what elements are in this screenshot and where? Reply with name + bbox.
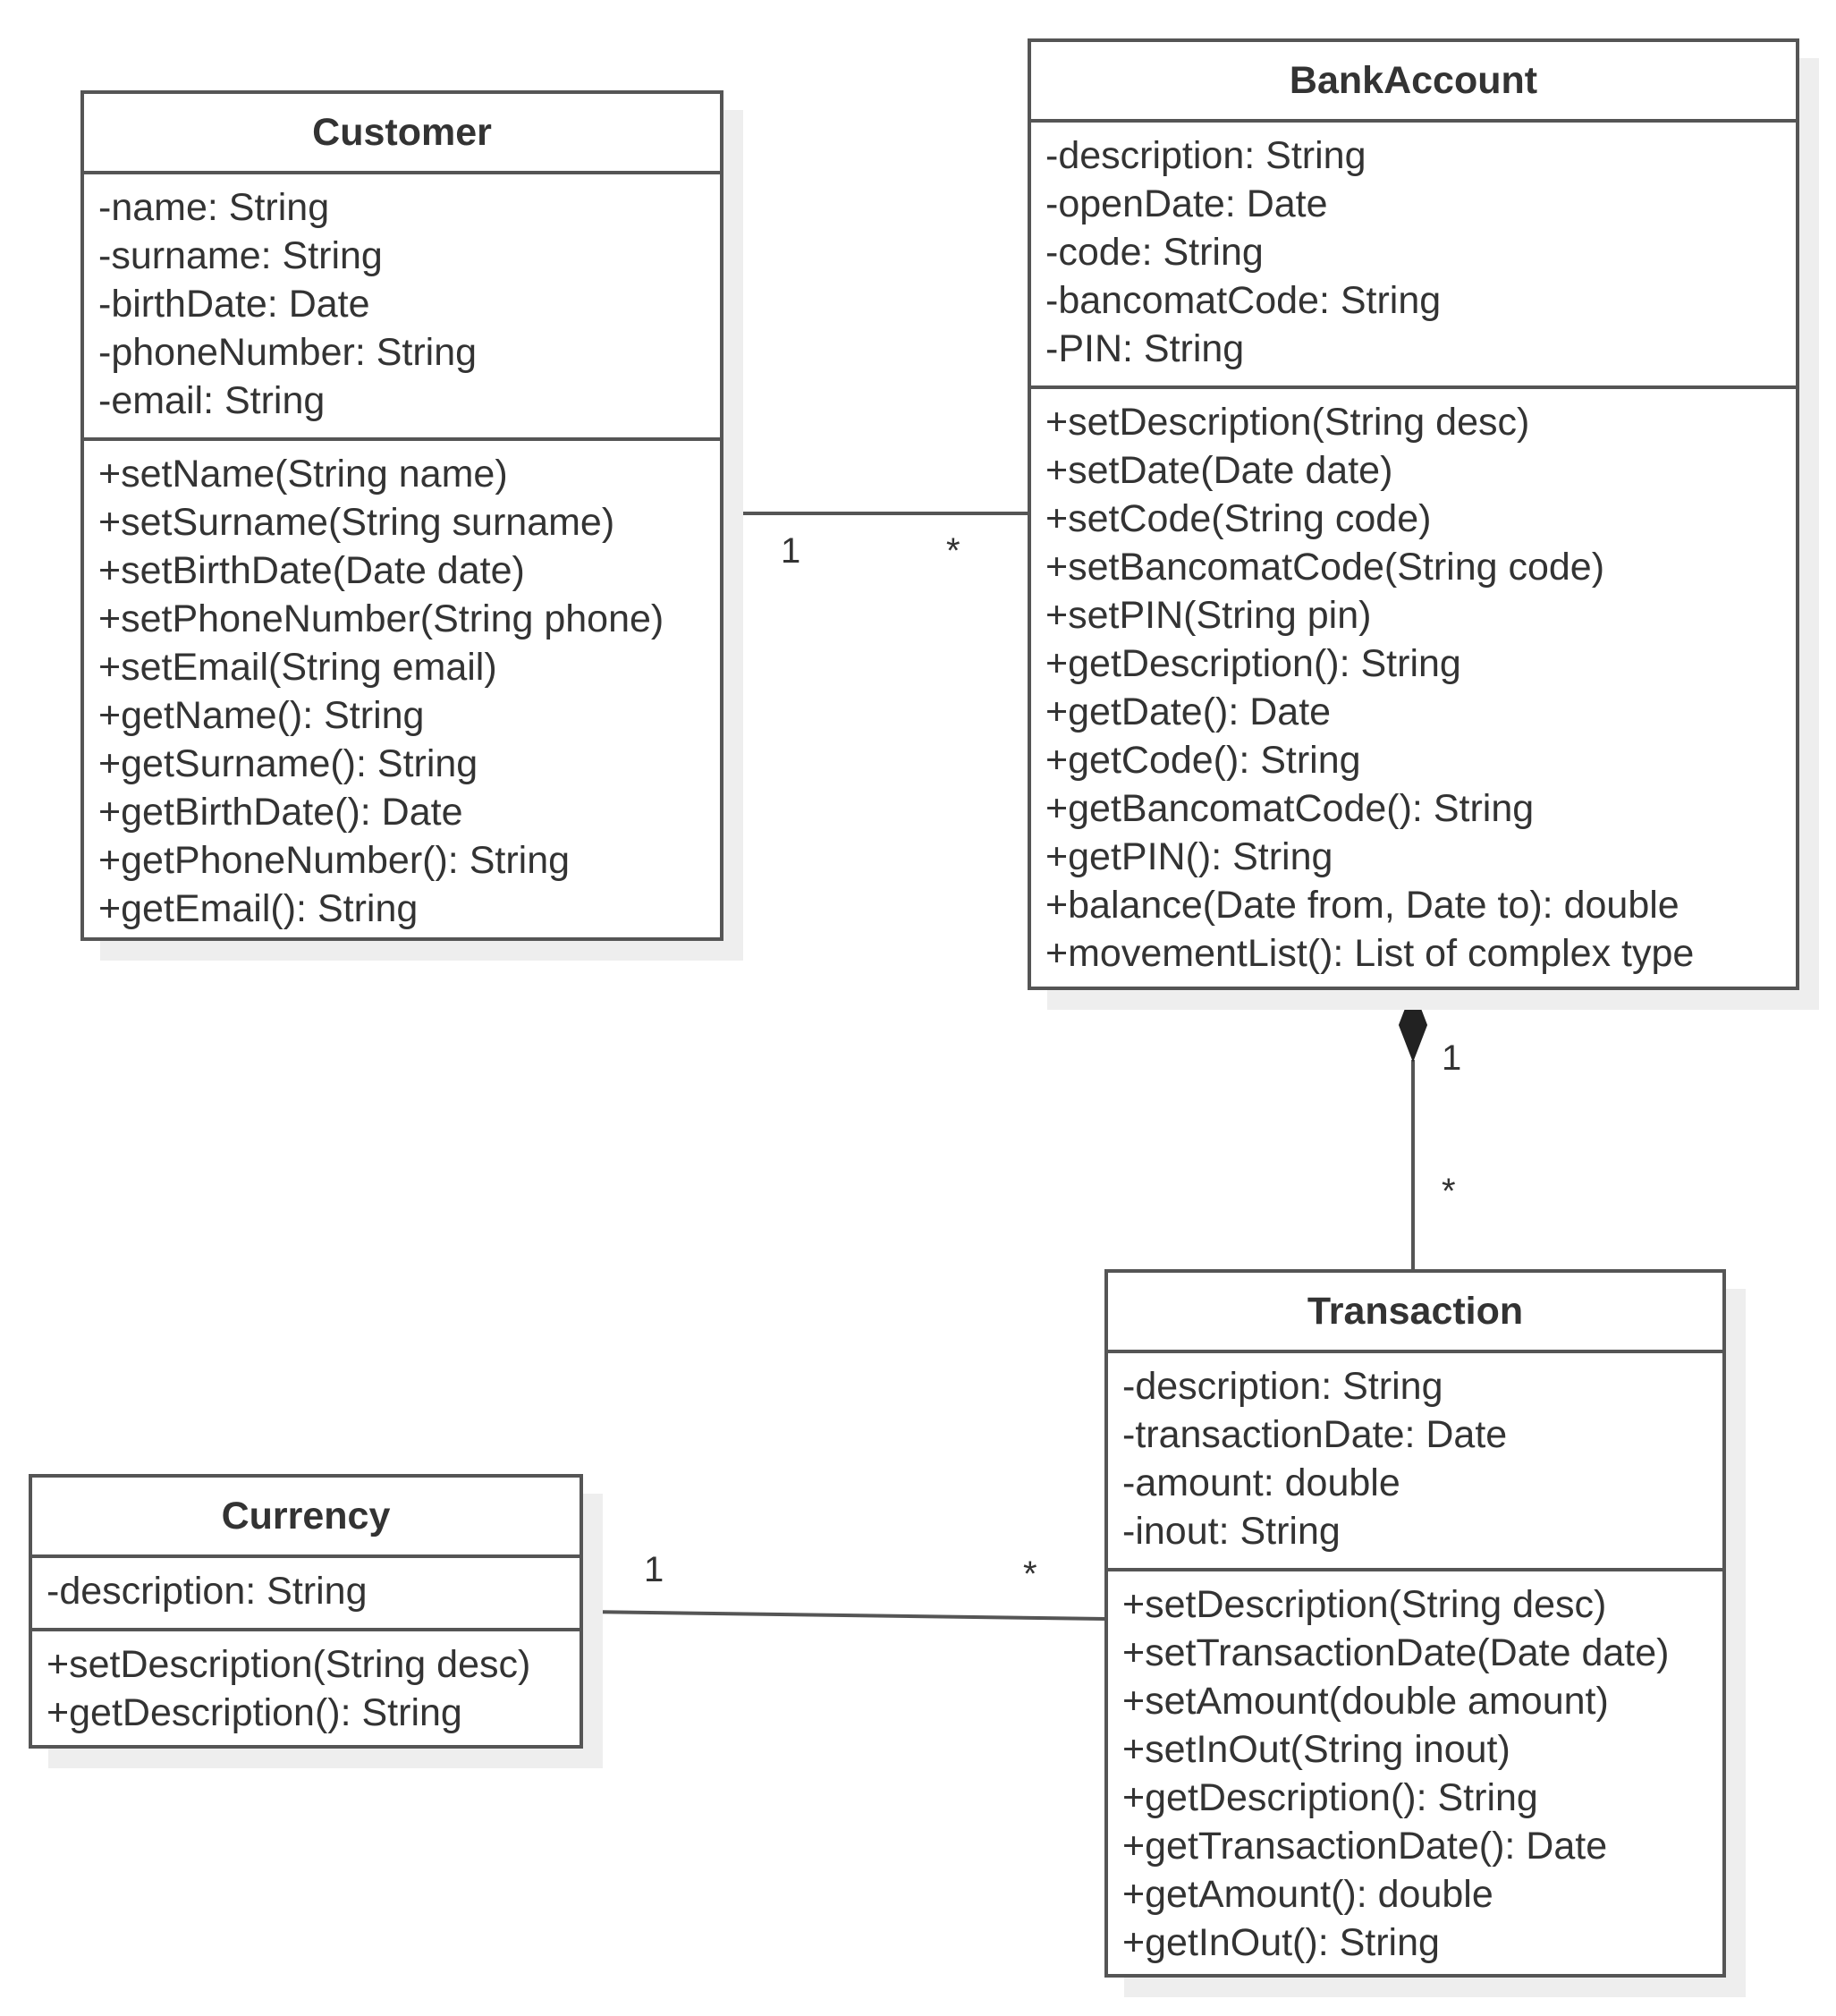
operation: +getSurname(): String: [98, 742, 478, 785]
attribute: -birthDate: Date: [98, 283, 370, 326]
attribute: -surname: String: [98, 234, 383, 277]
multiplicity-label: 1: [644, 1550, 664, 1589]
attribute: -inout: String: [1122, 1510, 1341, 1553]
class-currency: Currency -description: String +setDescri…: [29, 1474, 583, 1749]
operation: +setTransactionDate(Date date): [1122, 1631, 1670, 1674]
operation: +getAmount(): double: [1122, 1873, 1493, 1916]
class-name: Customer: [312, 111, 492, 154]
operation: +getBirthDate(): Date: [98, 791, 463, 834]
multiplicity-label: 1: [1442, 1038, 1462, 1078]
operation: +getBancomatCode(): String: [1045, 787, 1535, 830]
operation: +getCode(): String: [1045, 739, 1361, 782]
operation: +getDescription(): String: [1122, 1776, 1538, 1819]
class-bankaccount: BankAccount -description: String -openDa…: [1028, 38, 1799, 990]
operation-compartment: +setDescription(String desc) +setTransac…: [1108, 1568, 1722, 1967]
operation: +setDescription(String desc): [1045, 401, 1530, 444]
attribute: -phoneNumber: String: [98, 331, 478, 374]
operation: +getEmail(): String: [98, 887, 419, 930]
attribute: -openDate: Date: [1045, 182, 1328, 225]
class-transaction: Transaction -description: String -transa…: [1104, 1269, 1726, 1978]
attribute-compartment: -name: String -surname: String -birthDat…: [84, 171, 720, 437]
operation: +setDescription(String desc): [1122, 1583, 1607, 1626]
operation: +getPhoneNumber(): String: [98, 839, 571, 882]
operation: +getTransactionDate(): Date: [1122, 1825, 1608, 1868]
operation: +getPIN(): String: [1045, 835, 1333, 878]
operation: +setAmount(double amount): [1122, 1680, 1609, 1723]
class-customer: Customer -name: String -surname: String …: [80, 90, 723, 941]
attribute: -transactionDate: Date: [1122, 1413, 1508, 1456]
operation: +getName(): String: [98, 694, 425, 737]
operation: +getDescription(): String: [47, 1691, 462, 1734]
operation: +setName(String name): [98, 453, 508, 496]
multiplicity-label: *: [1442, 1172, 1456, 1211]
attribute-compartment: -description: String -transactionDate: D…: [1108, 1350, 1722, 1568]
operation: +setBancomatCode(String code): [1045, 546, 1605, 589]
operation: +setSurname(String surname): [98, 501, 615, 544]
operation: +getDate(): Date: [1045, 690, 1332, 733]
operation-compartment: +setDescription(String desc) +getDescrip…: [32, 1628, 580, 1737]
attribute-compartment: -description: String -openDate: Date -co…: [1031, 119, 1796, 385]
operation: +setDate(Date date): [1045, 449, 1393, 492]
multiplicity-label: *: [1023, 1554, 1037, 1594]
attribute: -name: String: [98, 186, 330, 229]
operation: +getDescription(): String: [1045, 642, 1461, 685]
attribute: -description: String: [1122, 1365, 1443, 1408]
class-name: Currency: [221, 1495, 391, 1537]
attribute: -code: String: [1045, 231, 1264, 274]
operation: +setDescription(String desc): [47, 1643, 531, 1686]
operation-compartment: +setName(String name) +setSurname(String…: [84, 437, 720, 933]
multiplicity-label: *: [946, 531, 960, 571]
operation: +setInOut(String inout): [1122, 1728, 1510, 1771]
attribute: -PIN: String: [1045, 327, 1245, 370]
operation: +setPIN(String pin): [1045, 594, 1372, 637]
attribute-compartment: -description: String: [32, 1554, 580, 1628]
operation: +movementList(): List of complex type: [1045, 932, 1695, 975]
class-name: BankAccount: [1289, 59, 1538, 102]
operation: +setCode(String code): [1045, 497, 1432, 540]
attribute: -description: String: [1045, 134, 1366, 177]
attribute: -description: String: [47, 1570, 368, 1613]
association-currency-transaction: [586, 1610, 1106, 1621]
attribute: -email: String: [98, 379, 326, 422]
operation: +getInOut(): String: [1122, 1921, 1440, 1964]
operation: +setPhoneNumber(String phone): [98, 597, 664, 640]
class-name: Transaction: [1307, 1290, 1524, 1333]
attribute: -bancomatCode: String: [1045, 279, 1442, 322]
operation: +setBirthDate(Date date): [98, 549, 525, 592]
operation-compartment: +setDescription(String desc) +setDate(Da…: [1031, 385, 1796, 978]
operation: +balance(Date from, Date to): double: [1045, 884, 1679, 927]
attribute: -amount: double: [1122, 1461, 1400, 1504]
operation: +setEmail(String email): [98, 646, 497, 689]
composition-diamond-icon: [1398, 987, 1428, 1063]
multiplicity-label: 1: [781, 531, 801, 571]
